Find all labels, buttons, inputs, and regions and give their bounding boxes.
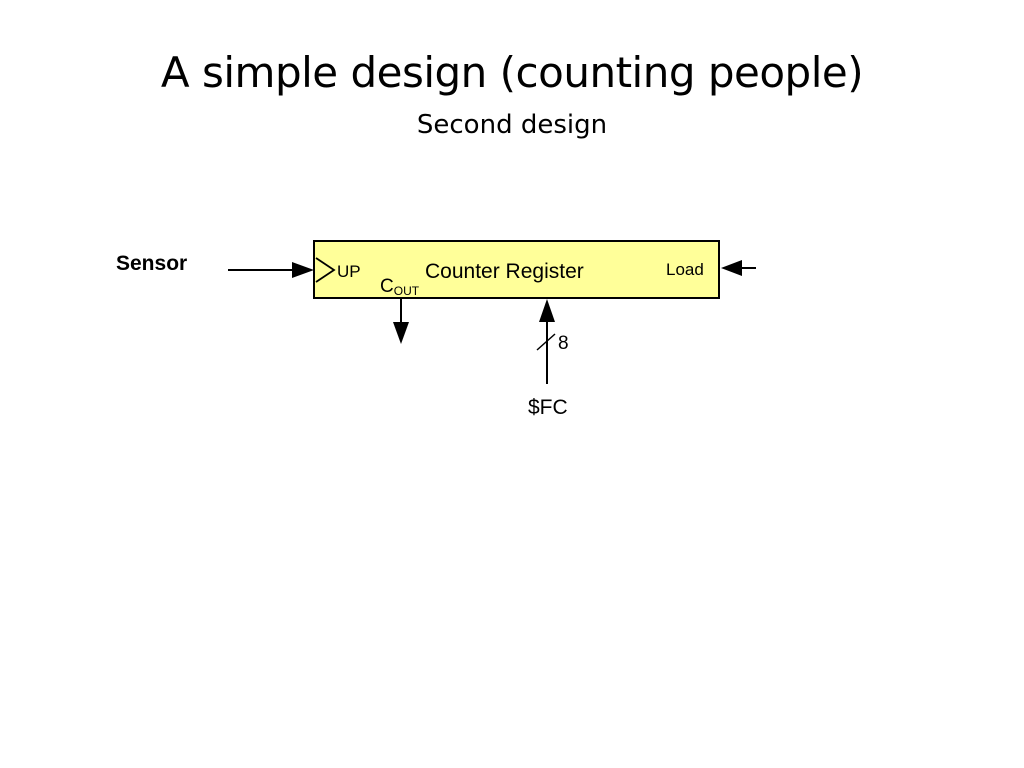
carry-out-main: C [380,276,394,297]
load-arrowhead [721,260,742,276]
slide-title: A simple design (counting people) [160,48,864,97]
sensor-arrowhead [292,262,314,278]
bus-width-slash [536,333,556,351]
bus-width-label: 8 [558,333,569,354]
carry-out-label: COUT [380,276,420,298]
sensor-label: Sensor [116,252,187,275]
port-up-label: UP [337,262,361,281]
port-load-label: Load [666,260,704,279]
slide-subtitle: Second design [416,110,608,140]
bus-value-label: $FC [528,396,568,419]
block-title: Counter Register [425,260,584,283]
bus-arrowhead [539,299,555,322]
counter-register-block [313,240,720,299]
carry-out-arrowhead [393,322,409,344]
carry-out-subscript: OUT [394,284,420,298]
clock-triangle [315,257,336,283]
